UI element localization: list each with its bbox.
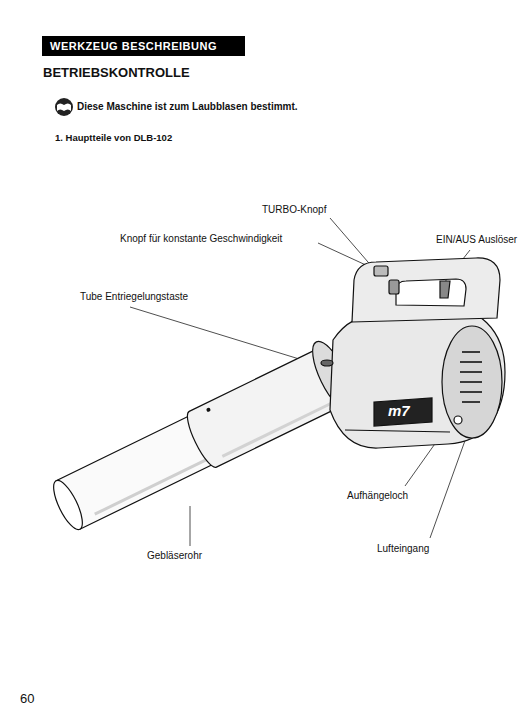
part-label: TURBO-Knopf: [262, 204, 326, 216]
leader-line: [130, 307, 322, 366]
air-vents: [460, 352, 482, 402]
brand-logo: m7: [388, 402, 410, 419]
rear-cap: [442, 326, 502, 438]
part-label: EIN/AUS Auslöser: [436, 234, 517, 246]
usage-note: Diese Maschine ist zum Laubblasen bestim…: [77, 101, 298, 113]
hang-hole: [454, 416, 462, 424]
turbo-knob: [389, 280, 399, 294]
header-band: WERKZEUG BESCHREIBUNG: [42, 36, 245, 56]
section-heading: 1. Hauptteile von DLB-102: [55, 133, 172, 144]
section-title: BETRIEBSKONTROLLE: [43, 66, 190, 81]
tube-wide: [182, 346, 351, 471]
icon-disc: [55, 98, 73, 116]
part-label: Knopf für konstante Geschwindigkeit: [120, 233, 282, 245]
part-label: Aufhängeloch: [347, 490, 408, 502]
handle: [352, 258, 500, 322]
part-label: Gebläserohr: [147, 550, 202, 562]
body-seam: [345, 430, 450, 432]
blower-body: [305, 258, 505, 448]
trigger: [440, 281, 450, 298]
header-text: WERKZEUG BESCHREIBUNG: [42, 36, 245, 56]
tube-shade: [222, 397, 343, 456]
info-icon: [55, 98, 73, 116]
housing: [330, 308, 505, 448]
tube-opening: [48, 477, 88, 533]
leader-line: [190, 506, 191, 546]
page-number: 60: [20, 692, 34, 707]
blower-tube: [46, 346, 351, 537]
part-label: Tube Entriegelungstaste: [80, 291, 188, 303]
logo-badge: [374, 398, 432, 426]
speed-knob: [374, 266, 388, 276]
tube-dot: [206, 407, 211, 412]
part-label: Lufteingang: [377, 543, 429, 555]
tube-shade: [95, 457, 212, 514]
book-symbol: [57, 104, 71, 112]
unlock-button: [321, 360, 333, 366]
